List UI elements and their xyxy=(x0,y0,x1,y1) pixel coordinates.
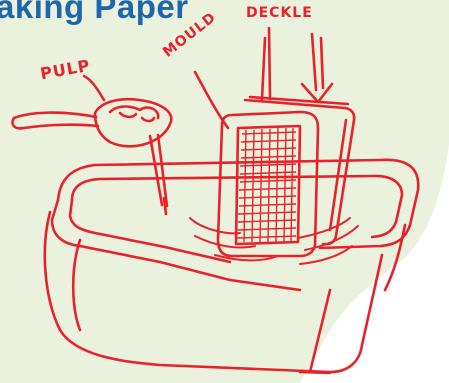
mould-pointer xyxy=(195,72,228,128)
deckle-label: DECKLE xyxy=(246,5,313,21)
basin xyxy=(45,160,418,373)
pulp-pointer xyxy=(84,76,104,100)
deckle-arrow xyxy=(302,34,332,102)
pulp-ladle xyxy=(12,99,171,214)
mould-mesh xyxy=(237,128,296,242)
